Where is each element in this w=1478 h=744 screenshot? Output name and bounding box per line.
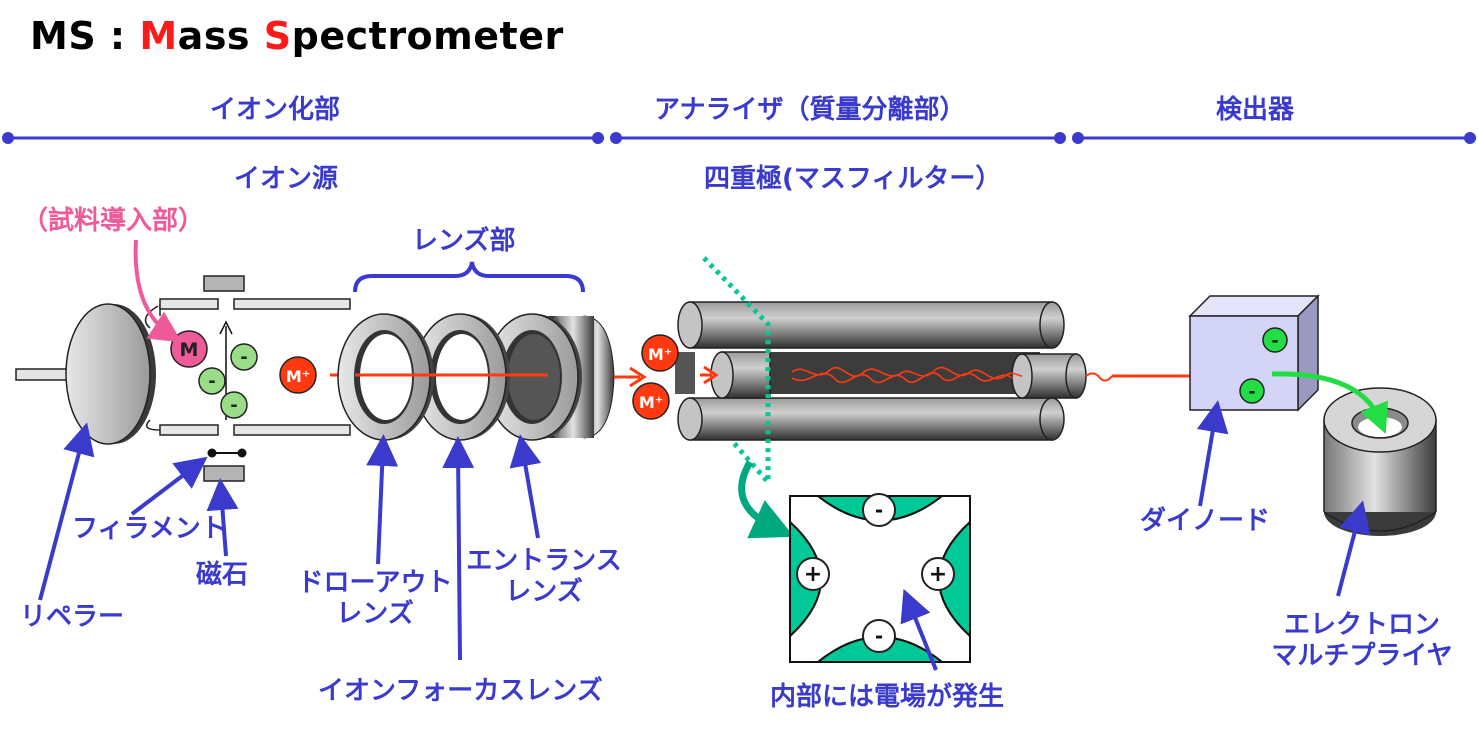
ion-particle: M⁺	[279, 356, 317, 394]
cross-section-arrow	[738, 460, 795, 539]
label-draw-out-lens: ドローアウトレンズ	[297, 568, 453, 630]
lens-brace	[353, 261, 585, 293]
svg-text:-: -	[230, 395, 237, 416]
svg-text:-: -	[1248, 382, 1255, 402]
label-electric-field: 内部には電場が発生	[770, 682, 1005, 712]
electron-particle: -	[230, 343, 258, 371]
label-repeller: リペラー	[20, 602, 125, 632]
svg-text:M⁺: M⁺	[286, 367, 310, 386]
electron-multiplier	[1323, 387, 1437, 536]
section-bars	[2, 132, 1476, 144]
ion-particle: M⁺	[632, 382, 670, 420]
secondary-electron: -	[1239, 378, 1265, 404]
svg-text:-: -	[240, 347, 247, 368]
label-ion-focus-lens: イオンフォーカスレンズ	[318, 676, 603, 706]
electron-particle: -	[198, 367, 226, 395]
subsection-quadrupole: 四重極(マスフィルター）	[704, 164, 1002, 194]
pole-plus-left: +	[796, 557, 830, 591]
section-detector: 検出器	[1216, 95, 1295, 125]
svg-text:+: +	[929, 562, 947, 587]
section-ionization: イオン化部	[210, 95, 341, 125]
secondary-electron-arrow	[1271, 371, 1389, 434]
pole-minus-bottom: -	[862, 619, 896, 653]
particles: M - - - M⁺ M⁺ M⁺ - + + - - -	[170, 327, 1288, 653]
svg-text:-: -	[1271, 331, 1278, 351]
label-magnet: 磁石	[196, 560, 249, 590]
secondary-electron: -	[1262, 327, 1288, 353]
callout-arrows	[38, 239, 1371, 671]
molecule-particle: M	[170, 330, 208, 368]
svg-text:-: -	[875, 624, 883, 648]
ion-trajectory	[791, 366, 1023, 384]
svg-text:M: M	[180, 339, 199, 361]
label-filament: フィラメント	[72, 514, 227, 544]
svg-text:M⁺: M⁺	[648, 345, 672, 364]
pole-minus-top: -	[862, 493, 896, 527]
label-entrance-lens: エントランスレンズ	[466, 546, 622, 608]
cross-section-plane	[702, 256, 771, 489]
label-dynode: ダイノード	[1140, 506, 1271, 536]
page-title: MS : Mass Spectrometer	[30, 14, 564, 58]
entrance-lens	[485, 313, 582, 441]
svg-text:+: +	[804, 562, 822, 587]
pole-plus-right: +	[921, 557, 955, 591]
repeller-electrode	[15, 303, 156, 445]
label-sample-inlet: （試料導入部）	[22, 206, 205, 236]
lens-assembly	[337, 313, 647, 441]
section-analyzer: アナライザ（質量分離部）	[654, 95, 966, 125]
electron-particle: -	[220, 391, 248, 419]
svg-text:-: -	[208, 371, 215, 392]
quadrupole-rods	[675, 301, 1219, 441]
label-electron-multiplier: エレクトロンマルチプライヤ	[1271, 610, 1453, 672]
svg-text:M⁺: M⁺	[639, 393, 663, 412]
svg-text:-: -	[875, 498, 883, 522]
ion-focus-lens	[413, 313, 510, 441]
draw-out-lens	[337, 313, 434, 441]
ion-source-chamber	[144, 275, 351, 482]
label-lens-section: レンズ部	[412, 226, 516, 256]
subsection-ion-source: イオン源	[234, 164, 339, 194]
ion-particle: M⁺	[641, 334, 679, 372]
